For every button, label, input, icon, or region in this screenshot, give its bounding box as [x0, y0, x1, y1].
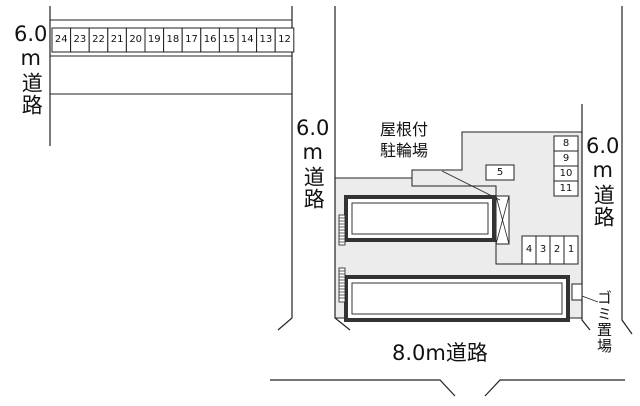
left-road-label: 6.0 m 道路 — [14, 22, 48, 117]
right-road-left-edge — [581, 104, 591, 331]
right-road-name: 道路 — [591, 184, 616, 228]
bottom-stall-number: 1 — [567, 244, 575, 255]
top-stall-number: 12 — [278, 34, 291, 45]
right-parking-column — [553, 135, 579, 197]
stairs-box — [338, 267, 346, 303]
bottom-road-label: 8.0m道路 — [392, 341, 488, 365]
garbage-leader — [581, 295, 599, 303]
bottom-road-edge-left — [270, 379, 456, 397]
left-road-width: 6.0 — [14, 22, 48, 46]
top-stall-number: 17 — [185, 34, 198, 45]
top-stall-number: 19 — [147, 34, 161, 45]
top-stall-number: 23 — [73, 34, 87, 45]
top-stall-number: 20 — [129, 34, 143, 45]
top-stall-number: 13 — [259, 34, 273, 45]
right-stall-number: 11 — [559, 183, 573, 194]
bottom-parking-row — [521, 235, 579, 265]
stall-5-box — [485, 164, 515, 181]
bottom-road-edge-right — [484, 379, 625, 397]
top-stall-number: 15 — [222, 34, 236, 45]
right-road-label: 6.0 m 道路 — [586, 134, 620, 229]
right-stall-box — [553, 180, 579, 197]
garbage-box — [571, 283, 583, 301]
center-left-road-edge — [277, 6, 293, 331]
top-stall-number: 21 — [110, 34, 124, 45]
center-road-name: 道路 — [301, 166, 326, 210]
garbage-label: ゴミ置場 — [595, 290, 613, 354]
bicycle-parking-label: 屋根付 駐輪場 — [380, 122, 428, 159]
bicycle-rack-cross-b — [495, 195, 510, 245]
building-lower-inner — [351, 282, 563, 315]
center-right-road-edge — [334, 6, 351, 331]
top-stall-number: 16 — [203, 34, 217, 45]
right-stall-number: 10 — [559, 168, 573, 179]
top-stall-box — [274, 27, 295, 53]
top-stall-number: 18 — [166, 34, 180, 45]
building-upper-inner — [351, 202, 489, 235]
top-stall-number: 14 — [240, 34, 254, 45]
center-road-unit: m — [302, 140, 323, 164]
bottom-stall-box — [563, 235, 579, 265]
left-road-unit: m — [20, 46, 41, 70]
right-road-width: 6.0 — [586, 134, 620, 158]
bicycle-parking-line1: 屋根付 — [380, 120, 429, 139]
right-road-unit: m — [592, 158, 613, 182]
stall-5-number: 5 — [496, 167, 504, 178]
bicycle-parking-line2: 駐輪場 — [380, 141, 429, 160]
top-stall-number: 24 — [54, 34, 68, 45]
center-road-label: 6.0 m 道路 — [296, 116, 330, 211]
bottom-stall-number: 4 — [525, 244, 533, 255]
top-stall-number: 22 — [92, 34, 105, 45]
top-parking-row — [51, 27, 295, 53]
bottom-stall-number: 2 — [553, 244, 561, 255]
left-road-name: 道路 — [19, 72, 44, 116]
stairs-lower — [338, 267, 346, 303]
right-stall-number: 8 — [562, 138, 570, 149]
right-stall-number: 9 — [562, 153, 570, 164]
center-road-width: 6.0 — [296, 116, 330, 140]
right-road-right-edge — [621, 6, 633, 335]
bicycle-parking-outline — [411, 178, 522, 265]
stairs-upper — [338, 214, 346, 246]
bottom-stall-number: 3 — [539, 244, 547, 255]
